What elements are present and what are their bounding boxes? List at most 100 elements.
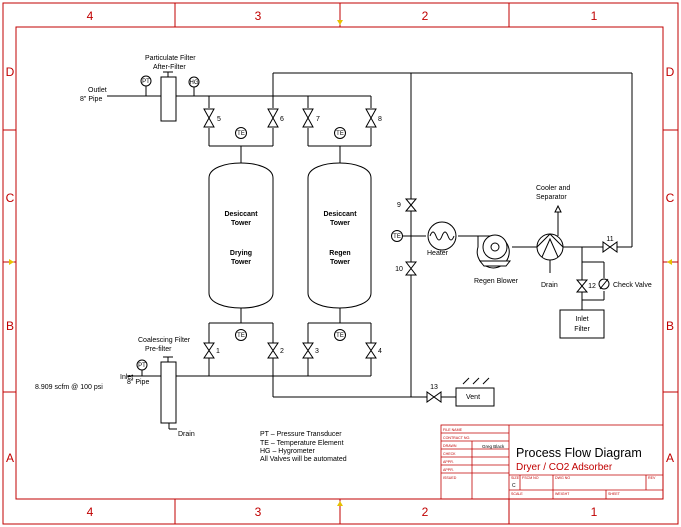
valve-1 bbox=[203, 342, 215, 359]
col-label-3: 3 bbox=[255, 9, 262, 23]
hg-outlet-label: HG bbox=[190, 80, 199, 86]
inlet-pipe-label: 8" Pipe bbox=[127, 379, 149, 386]
valve-4-label: 4 bbox=[378, 348, 382, 355]
tb-field-appr-2: APPR. bbox=[443, 468, 454, 472]
drying-tower-name-a: Drying bbox=[230, 250, 252, 257]
heater-label: Heater bbox=[427, 250, 449, 257]
desiccant-towers bbox=[208, 162, 372, 309]
tb-sheet-label: SHEET bbox=[608, 492, 621, 496]
valve-2 bbox=[267, 342, 279, 359]
regen-blower-label: Regen Blower bbox=[474, 278, 519, 285]
col-label-2: 2 bbox=[422, 9, 429, 23]
tb-rev-label: REV bbox=[648, 476, 656, 480]
valve-4 bbox=[365, 342, 377, 359]
outlet-label: Outlet bbox=[88, 87, 107, 94]
valve-12 bbox=[575, 279, 589, 293]
col-label-1-bottom: 1 bbox=[591, 505, 598, 519]
row-label-c: C bbox=[6, 191, 15, 205]
te-drying-bottom bbox=[235, 329, 247, 341]
valve-6 bbox=[267, 108, 279, 128]
row-label-a: A bbox=[6, 451, 14, 465]
valve-1-label: 1 bbox=[216, 348, 220, 355]
row-label-d-right: D bbox=[666, 65, 675, 79]
tb-scale-label: SCALE bbox=[511, 492, 523, 496]
te-regen-line-label: TE bbox=[393, 234, 401, 240]
regen-tower-desiccant-label: Desiccant bbox=[323, 211, 357, 218]
col-label-4: 4 bbox=[87, 9, 94, 23]
valve-5 bbox=[203, 108, 215, 128]
drying-tower-desiccant-label: Desiccant bbox=[224, 211, 258, 218]
inlet-filter-label-a: Inlet bbox=[575, 316, 588, 323]
regen-tower-name-a: Regen bbox=[329, 250, 350, 257]
outlet-pipe-label: 8" Pipe bbox=[80, 96, 102, 103]
valves bbox=[203, 108, 618, 403]
vent bbox=[455, 377, 495, 407]
inlet-flow-label: 8.909 scfm @ 100 psi bbox=[35, 384, 103, 391]
legend: PT – Pressure Transducer TE – Temperatur… bbox=[260, 431, 347, 463]
row-label-d: D bbox=[6, 65, 15, 79]
pt-inlet-instrument bbox=[136, 359, 148, 371]
legend-hg: HG – Hygrometer bbox=[260, 448, 316, 455]
valve-5-label: 5 bbox=[217, 116, 221, 123]
row-label-b-right: B bbox=[666, 319, 674, 333]
row-label-a-right: A bbox=[666, 451, 674, 465]
separator-label: Separator bbox=[536, 194, 567, 201]
te-regen-top bbox=[334, 127, 346, 139]
coalescing-filter bbox=[160, 356, 177, 424]
hg-outlet-instrument bbox=[188, 76, 200, 88]
tb-title: Process Flow Diagram bbox=[516, 446, 642, 460]
center-markers bbox=[9, 20, 672, 506]
te-drying-top bbox=[235, 127, 247, 139]
check-valve-label: Check Valve bbox=[613, 282, 652, 289]
legend-valves: All Valves will be automated bbox=[260, 456, 347, 463]
heater bbox=[427, 221, 457, 251]
col-label-1: 1 bbox=[591, 9, 598, 23]
row-label-c-right: C bbox=[666, 191, 675, 205]
pre-filter-label: Pre-filter bbox=[145, 346, 172, 353]
check-valve bbox=[598, 278, 610, 290]
drying-tower-vessel bbox=[208, 162, 274, 309]
cooler-label: Cooler and bbox=[536, 185, 570, 192]
te-regen-bottom-label: TE bbox=[336, 333, 344, 339]
after-filter-label: After-Filter bbox=[153, 64, 186, 71]
te-regen-top-label: TE bbox=[336, 131, 344, 137]
title-block bbox=[440, 424, 664, 500]
regen-blower bbox=[476, 234, 512, 269]
valve-3-label: 3 bbox=[315, 348, 319, 355]
tb-field-drawn: DRAWN bbox=[443, 444, 457, 448]
drain-right-label: Drain bbox=[541, 282, 558, 289]
regen-tower-name-b: Tower bbox=[330, 259, 350, 266]
valve-13 bbox=[426, 391, 442, 403]
tb-size-value: C bbox=[512, 483, 516, 489]
drying-tower-name-b: Tower bbox=[231, 259, 251, 266]
valve-8 bbox=[365, 108, 377, 128]
col-label-3-bottom: 3 bbox=[255, 505, 262, 519]
valve-11-label: 11 bbox=[606, 236, 613, 243]
tb-field-check: CHECK bbox=[443, 452, 456, 456]
valve-7-label: 7 bbox=[316, 116, 320, 123]
col-label-2-bottom: 2 bbox=[422, 505, 429, 519]
tb-subtitle: Dryer / CO2 Adsorber bbox=[516, 462, 613, 473]
legend-te: TE – Temperature Element bbox=[260, 440, 344, 447]
vent-label: Vent bbox=[466, 394, 480, 401]
valve-9 bbox=[404, 198, 418, 212]
tb-size-label: SIZE bbox=[511, 476, 520, 480]
tb-field-appr-1: APPR. bbox=[443, 460, 454, 464]
tb-drawn-by: Greg Black bbox=[482, 444, 505, 449]
inlet-filter-label-b: Filter bbox=[574, 326, 590, 333]
tb-field-file-name: FILE NAME bbox=[443, 428, 463, 432]
valve-10 bbox=[404, 261, 418, 276]
pt-outlet-label: PT bbox=[142, 79, 150, 85]
tb-dwg-label: DWG NO bbox=[555, 476, 570, 480]
te-drying-bottom-label: TE bbox=[237, 333, 245, 339]
regen-tower-vessel bbox=[307, 162, 372, 309]
valve-6-label: 6 bbox=[280, 116, 284, 123]
particulate-filter-label: Particulate Filter bbox=[145, 55, 196, 62]
te-drying-top-label: TE bbox=[237, 131, 245, 137]
tb-field-issued: ISSUED bbox=[443, 476, 457, 480]
te-regen-bottom bbox=[334, 329, 346, 341]
valve-7 bbox=[302, 108, 314, 128]
